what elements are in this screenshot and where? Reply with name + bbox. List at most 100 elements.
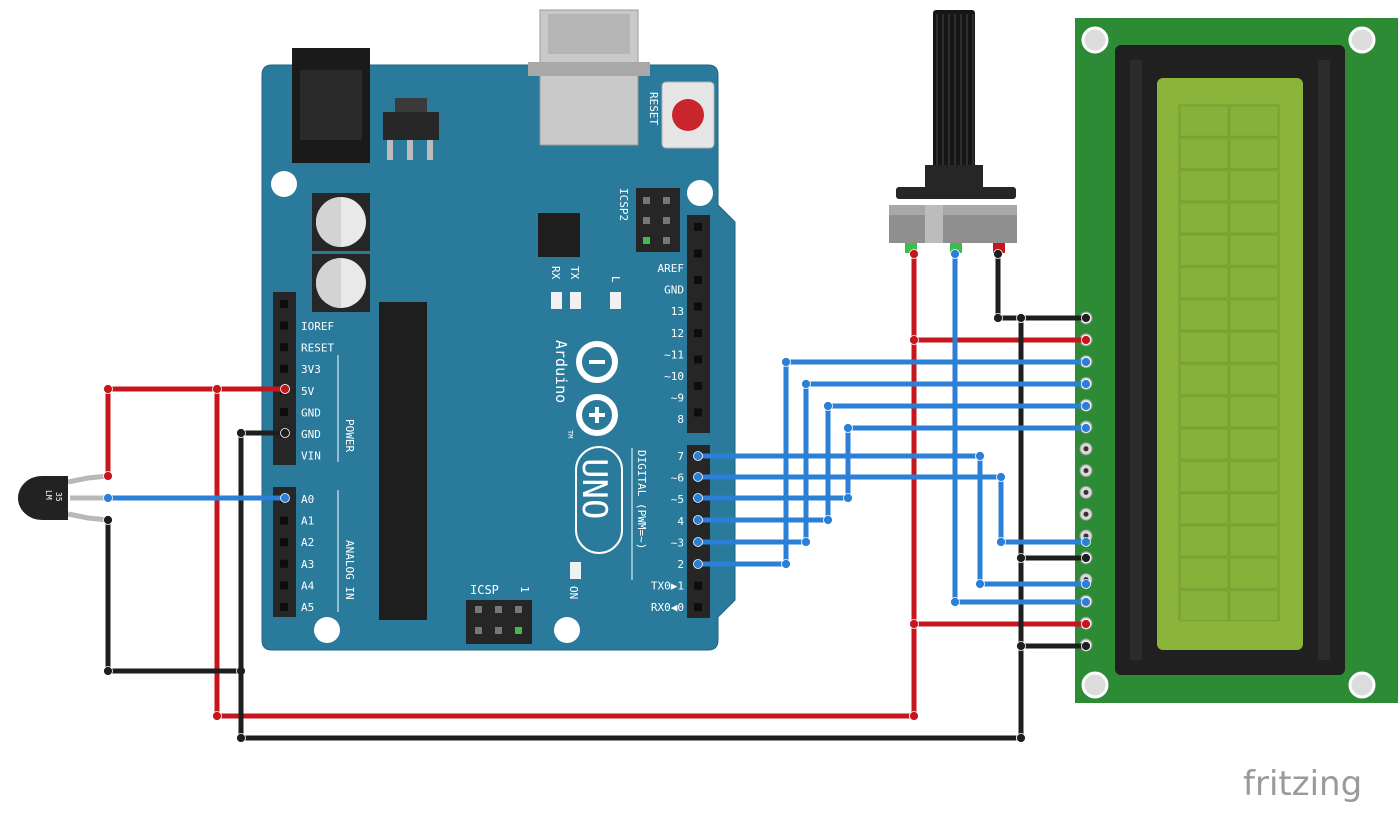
lcd-pin-hole: [1083, 468, 1089, 474]
wire-bendpoint: [1016, 313, 1026, 323]
header-pin-hole[interactable]: [694, 249, 702, 258]
usb-interface-chip: [538, 213, 580, 257]
wire-pin4-to-d4: [695, 403, 1089, 523]
pin-label: ~10: [664, 370, 684, 383]
wire-pin2-to-rs: [695, 359, 1089, 567]
lcd-character-cell: [1229, 267, 1279, 299]
header-pin-hole[interactable]: [280, 364, 288, 373]
pin-label: A1: [301, 515, 314, 528]
wire-bendpoint: [843, 493, 853, 503]
wire-pin7-to-d7: [695, 453, 1089, 587]
wire-bendpoint: [1081, 313, 1091, 323]
header-pin-hole[interactable]: [694, 408, 702, 417]
wire-bendpoint: [975, 451, 985, 461]
header-pin-hole[interactable]: [280, 538, 288, 547]
lcd-character-cell: [1179, 590, 1229, 622]
wire-bendpoint: [993, 249, 1003, 259]
header-pin-hole[interactable]: [694, 302, 702, 311]
pin-label: ~6: [671, 472, 684, 485]
pin-label: VIN: [301, 450, 321, 463]
header-pin-hole[interactable]: [694, 603, 702, 612]
header-pin-hole[interactable]: [694, 581, 702, 590]
header-pin-hole[interactable]: [280, 516, 288, 525]
pin-label: 3V3: [301, 363, 321, 376]
wire-bendpoint: [693, 537, 703, 547]
header-pin-hole[interactable]: [694, 276, 702, 284]
pin-label: ~5: [671, 493, 684, 506]
wire-bendpoint: [1081, 357, 1091, 367]
lcd-character-cell: [1229, 493, 1279, 525]
pin-label: A0: [301, 493, 314, 506]
wire-gnd-rail: [238, 430, 1024, 741]
pin-label: ~9: [671, 392, 684, 405]
header-pin-hole[interactable]: [280, 343, 288, 352]
potentiometer: [889, 10, 1017, 253]
lcd-character-cell: [1229, 590, 1279, 622]
mounting-hole: [314, 617, 340, 643]
pin-label: 5V: [301, 385, 315, 398]
reset-label: RESET: [647, 92, 660, 125]
uno-label: UNO: [574, 458, 614, 519]
header-pin-hole[interactable]: [280, 559, 288, 568]
wire-pin6-to-d6: [695, 474, 1089, 545]
lcd-16x2-module: [1075, 18, 1398, 703]
wire-bendpoint: [781, 559, 791, 569]
pin-label: 4: [677, 515, 684, 528]
lcd-character-cell: [1229, 396, 1279, 428]
header-pin-hole[interactable]: [280, 581, 288, 590]
header-pin-hole[interactable]: [694, 382, 702, 390]
atmega-chip: [379, 302, 427, 620]
icsp2-label: ICSP2: [617, 188, 630, 221]
lcd-character-cell: [1179, 331, 1229, 363]
lcd-character-cell: [1229, 331, 1279, 363]
icsp-label: ICSP: [470, 583, 499, 597]
wire-bendpoint: [280, 493, 290, 503]
lcd-character-cell: [1179, 105, 1229, 137]
wire-bendpoint: [236, 428, 246, 438]
wire-bendpoint: [693, 559, 703, 569]
lcd-character-cell: [1179, 396, 1229, 428]
lcd-character-cell: [1229, 105, 1279, 137]
header-pin-hole[interactable]: [280, 300, 288, 308]
lcd-character-cell: [1229, 557, 1279, 590]
wire-bendpoint: [993, 313, 1003, 323]
header-pin-hole[interactable]: [694, 329, 702, 337]
pin-label: A4: [301, 579, 315, 592]
wire-bendpoint: [781, 357, 791, 367]
tx-led: [570, 292, 581, 309]
wire-bendpoint: [1016, 641, 1026, 651]
lcd-pin-hole: [1083, 511, 1089, 517]
trademark: TM: [566, 430, 574, 438]
header-pin-hole[interactable]: [280, 321, 288, 330]
arduino-uno-board: RESET ICSP2 RX TX L ON: [261, 9, 736, 651]
arduino-brand: Arduino: [552, 340, 570, 403]
digital-header-high: [687, 215, 710, 433]
lcd-character-cell: [1179, 137, 1229, 170]
lcd-character-cell: [1179, 460, 1229, 493]
lcd-character-cells: [1179, 105, 1279, 622]
wire-bendpoint: [1016, 733, 1026, 743]
pot-pin-left: [905, 243, 917, 253]
pin-label: A5: [301, 601, 314, 614]
pot-pin-wiper: [950, 243, 962, 253]
reset-button-cap[interactable]: [672, 99, 704, 131]
wire-bendpoint: [1081, 597, 1091, 607]
wire-bendpoint: [693, 493, 703, 503]
wire-bendpoint: [1081, 401, 1091, 411]
pin-label: ~11: [664, 348, 684, 361]
wire-bendpoint: [103, 666, 113, 676]
header-pin-hole[interactable]: [694, 223, 702, 231]
wire-bendpoint: [801, 537, 811, 547]
lcd-character-cell: [1229, 170, 1279, 202]
lcd-character-cell: [1179, 170, 1229, 202]
wire-bendpoint: [996, 537, 1006, 547]
header-pin-hole[interactable]: [280, 603, 288, 611]
header-pin-hole[interactable]: [280, 408, 288, 416]
lcd-character-cell: [1179, 299, 1229, 331]
header-pin-hole[interactable]: [694, 355, 702, 364]
lcd-character-cell: [1179, 428, 1229, 460]
lcd-mounting-hole: [1348, 26, 1376, 54]
